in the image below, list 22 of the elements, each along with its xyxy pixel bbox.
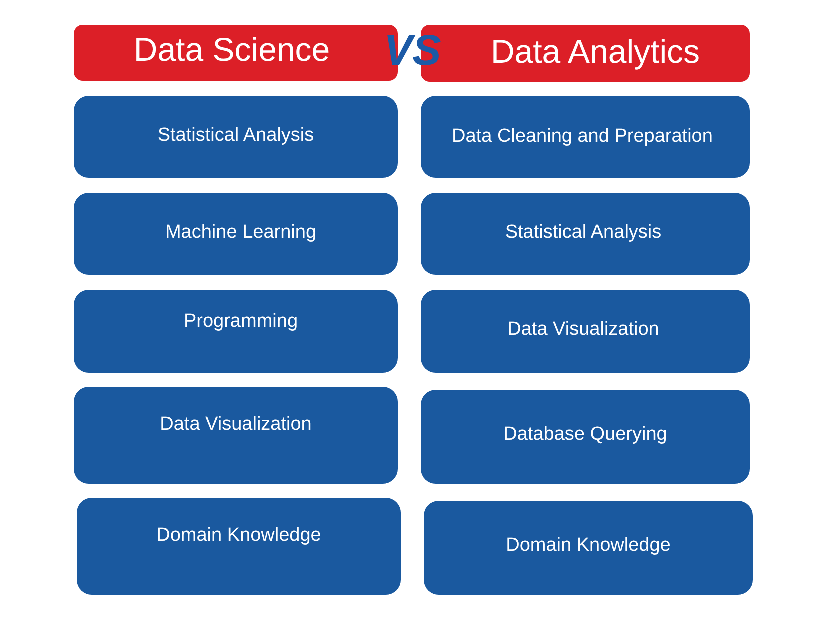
skill-box — [74, 193, 398, 275]
skill-box — [421, 290, 750, 373]
skill-box — [421, 193, 750, 275]
skill-box — [77, 498, 401, 595]
skill-label: Statistical Analysis — [158, 125, 314, 147]
skill-label: Database Querying — [504, 424, 668, 446]
skill-box — [421, 96, 750, 178]
header-title: Data Science — [134, 30, 330, 70]
skill-label: Data Cleaning and Preparation — [452, 126, 713, 148]
skill-box — [424, 501, 753, 595]
skill-label: Data Visualization — [160, 414, 312, 436]
skill-label: Statistical Analysis — [505, 222, 662, 244]
header-title: Data Analytics — [490, 32, 700, 72]
skill-box — [74, 290, 398, 373]
skill-box — [74, 387, 398, 484]
skill-label: Programming — [184, 311, 298, 333]
skill-label: Data Visualization — [508, 319, 660, 341]
skill-label: Domain Knowledge — [156, 525, 322, 547]
skill-label: Machine Learning — [165, 222, 317, 244]
skill-box — [421, 390, 750, 484]
skill-label: Domain Knowledge — [506, 535, 671, 557]
skill-box — [74, 96, 398, 178]
